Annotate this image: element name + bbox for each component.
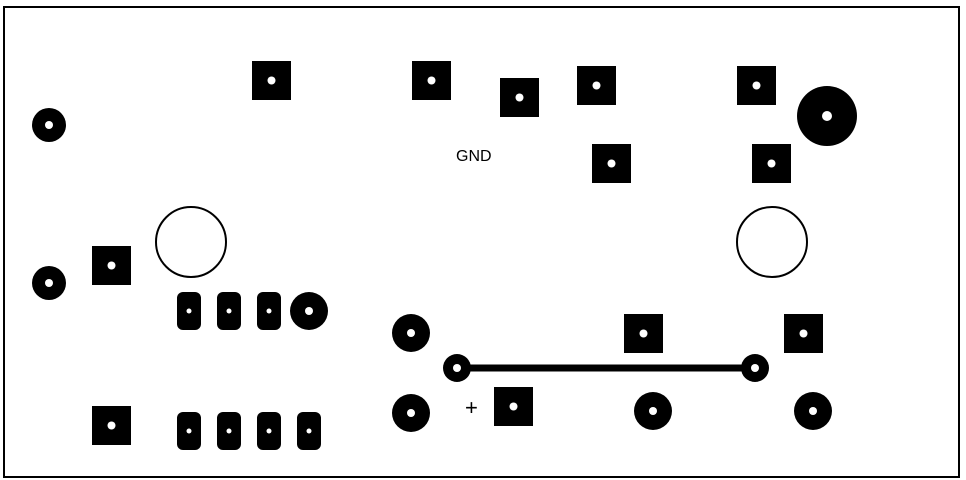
square-pad: [412, 61, 451, 100]
round-pad-large: [797, 86, 857, 146]
trace-pad: [443, 354, 471, 382]
square-pad: [577, 66, 616, 105]
round-pad: [32, 108, 66, 142]
trace-pad: [741, 354, 769, 382]
square-pad: [92, 406, 131, 445]
square-pad: [494, 387, 533, 426]
oval-pad: [177, 412, 201, 450]
round-pad: [32, 266, 66, 300]
round-pad: [290, 292, 328, 330]
round-pads: [32, 86, 857, 432]
oval-pad: [217, 412, 241, 450]
gnd-label: GND: [456, 148, 492, 165]
round-pad: [794, 392, 832, 430]
oval-pads-upper: [177, 292, 281, 330]
square-pad: [752, 144, 791, 183]
oval-pad: [257, 412, 281, 450]
mounting-hole-left: [155, 206, 227, 278]
square-pad: [592, 144, 631, 183]
oval-pad: [257, 292, 281, 330]
board-outline: [3, 6, 960, 478]
round-pad: [634, 392, 672, 430]
plus-label: +: [465, 395, 478, 420]
square-pad: [500, 78, 539, 117]
square-pad: [92, 246, 131, 285]
square-pads: [92, 61, 823, 445]
square-pad: [252, 61, 291, 100]
square-pad: [624, 314, 663, 353]
mounting-hole-right: [736, 206, 808, 278]
oval-pads-lower: [177, 412, 321, 450]
round-pad: [392, 394, 430, 432]
square-pad: [784, 314, 823, 353]
round-pad: [392, 314, 430, 352]
square-pad: [737, 66, 776, 105]
oval-pad: [177, 292, 201, 330]
oval-pad: [217, 292, 241, 330]
oval-pad: [297, 412, 321, 450]
